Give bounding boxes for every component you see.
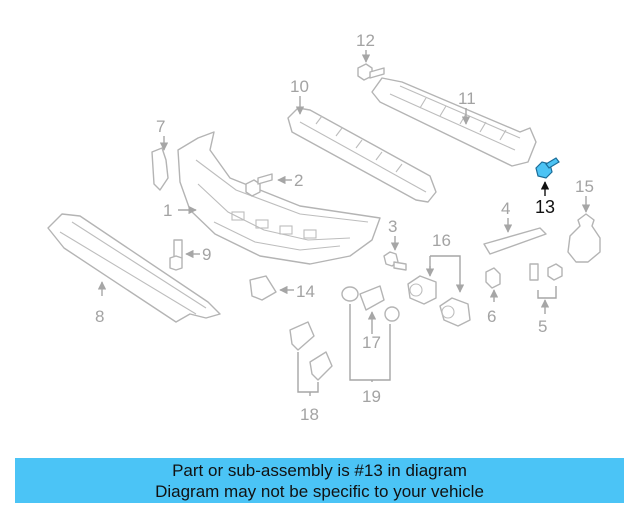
callout-4[interactable]: 4 bbox=[501, 199, 510, 218]
part-15-clip-bag[interactable] bbox=[567, 213, 601, 263]
callout-13[interactable]: 13 bbox=[535, 197, 555, 217]
callout-18[interactable]: 18 bbox=[300, 405, 319, 424]
callout-6[interactable]: 6 bbox=[487, 307, 496, 326]
callout-14[interactable]: 14 bbox=[296, 282, 315, 301]
part-8-grille[interactable] bbox=[47, 213, 221, 323]
info-banner: Part or sub-assembly is #13 in diagram D… bbox=[15, 458, 624, 503]
callout-10[interactable]: 10 bbox=[290, 77, 309, 96]
callout-19[interactable]: 19 bbox=[362, 387, 381, 406]
part-18-brackets[interactable] bbox=[289, 321, 333, 381]
parts-diagram: 12 11 10 13 7 1 bbox=[47, 31, 601, 424]
callout-11[interactable]: 11 bbox=[458, 89, 476, 108]
part-7-bracket[interactable] bbox=[151, 147, 169, 191]
banner-line-2: Diagram may not be specific to your vehi… bbox=[155, 482, 484, 501]
callout-17[interactable]: 17 bbox=[362, 333, 381, 352]
part-2-bolt[interactable] bbox=[245, 173, 273, 197]
part-16-sensors[interactable] bbox=[407, 275, 471, 327]
part-17-clips[interactable] bbox=[341, 285, 400, 322]
part-12-bolt[interactable] bbox=[357, 63, 385, 81]
part-3-bolt[interactable] bbox=[383, 251, 407, 271]
part-4-bracket[interactable] bbox=[483, 227, 547, 255]
callout-7[interactable]: 7 bbox=[156, 117, 165, 136]
part-10-absorber[interactable] bbox=[287, 107, 437, 203]
part-13-bolt-highlighted[interactable] bbox=[535, 157, 560, 179]
part-5-screws[interactable] bbox=[529, 263, 563, 281]
callout-8[interactable]: 8 bbox=[95, 307, 104, 326]
callout-12[interactable]: 12 bbox=[356, 31, 375, 50]
part-6-clip[interactable] bbox=[485, 267, 501, 289]
part-14-cap[interactable] bbox=[249, 275, 277, 301]
callout-16[interactable]: 16 bbox=[432, 231, 451, 250]
callout-9[interactable]: 9 bbox=[202, 245, 211, 264]
callout-2[interactable]: 2 bbox=[294, 171, 303, 190]
part-9-bolt[interactable] bbox=[169, 239, 183, 271]
callout-3[interactable]: 3 bbox=[388, 217, 397, 236]
part-1-bumper-cover[interactable] bbox=[177, 131, 381, 265]
callout-5[interactable]: 5 bbox=[538, 317, 547, 336]
callout-15[interactable]: 15 bbox=[575, 177, 594, 196]
banner-line-1: Part or sub-assembly is #13 in diagram bbox=[172, 461, 467, 480]
callout-1[interactable]: 1 bbox=[163, 201, 172, 220]
part-11-reinforcement[interactable] bbox=[371, 77, 537, 167]
